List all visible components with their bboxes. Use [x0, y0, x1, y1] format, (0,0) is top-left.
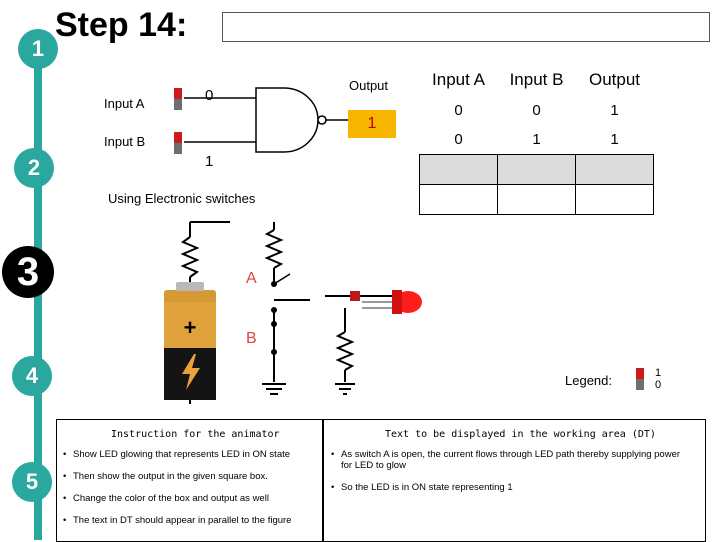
step-2-label: 2 — [27, 155, 41, 180]
step-3-marker[interactable]: 3 — [2, 246, 54, 298]
legend-off-value: 0 — [655, 379, 662, 391]
switch-b-label: B — [246, 330, 257, 347]
input-a-value: 0 — [205, 87, 214, 104]
title-input-box[interactable] — [222, 12, 710, 42]
table-cell: 1 — [532, 131, 541, 148]
table-cell: 1 — [610, 131, 619, 148]
table-cell-empty[interactable] — [575, 184, 654, 215]
table-row: 0 0 1 — [420, 96, 654, 125]
list-item: Change the color of the box and output a… — [61, 493, 313, 504]
output-value: 1 — [367, 115, 377, 132]
circuit-caption: Using Electronic switches — [108, 191, 256, 206]
legend-switch-icon — [636, 368, 644, 390]
table-row-empty — [419, 184, 654, 215]
dt-text-list: As switch A is open, the current flows t… — [329, 449, 689, 504]
step-5-marker[interactable]: 5 — [12, 462, 52, 502]
panel-divider — [322, 420, 324, 541]
animator-heading: Instruction for the animator — [111, 429, 280, 440]
header-input-a: Input A — [432, 70, 485, 89]
input-b-label: Input B — [104, 134, 146, 149]
header-input-b: Input B — [509, 70, 564, 89]
page-title: Step 14: — [55, 6, 188, 44]
table-cell-empty[interactable] — [419, 184, 498, 215]
list-item: So the LED is in ON state representing 1 — [329, 482, 689, 493]
input-a-switch[interactable] — [174, 88, 182, 110]
table-cell-empty[interactable] — [419, 154, 498, 185]
legend-label: Legend: — [565, 373, 612, 388]
step-5-label: 5 — [25, 469, 39, 494]
instruction-panel: Instruction for the animator Text to be … — [56, 419, 706, 542]
header-output: Output — [588, 70, 641, 89]
table-cell: 0 — [532, 102, 541, 119]
svg-text:+: + — [184, 315, 197, 340]
step-3-label: 3 — [16, 249, 40, 294]
step-2-marker[interactable]: 2 — [14, 148, 54, 188]
truth-table: Input A Input B Output 0 0 1 0 1 1 — [419, 64, 654, 215]
step-1-label: 1 — [31, 36, 45, 61]
step-4-marker[interactable]: 4 — [12, 356, 52, 396]
input-a-label: Input A — [104, 96, 145, 111]
table-cell-empty[interactable] — [497, 184, 576, 215]
list-item: As switch A is open, the current flows t… — [329, 449, 689, 471]
table-cell-empty[interactable] — [575, 154, 654, 185]
step-1-marker[interactable]: 1 — [18, 29, 58, 69]
table-cell: 0 — [454, 102, 463, 119]
truth-table-header-row: Input A Input B Output — [420, 64, 654, 96]
table-row: 0 1 1 — [420, 125, 654, 155]
table-cell-empty[interactable] — [497, 154, 576, 185]
switch-circuit-diagram: + — [164, 221, 422, 404]
switch-a-label: A — [246, 270, 257, 287]
legend-on-value: 1 — [655, 367, 662, 379]
table-cell: 1 — [610, 102, 619, 119]
list-item: The text in DT should appear in parallel… — [61, 515, 313, 526]
input-b-value: 1 — [205, 153, 214, 170]
output-value-box[interactable]: 1 — [348, 110, 396, 138]
output-label: Output — [349, 78, 389, 93]
animator-instruction-list: Show LED glowing that represents LED in … — [61, 449, 313, 537]
input-b-switch[interactable] — [174, 132, 182, 154]
table-row-empty — [419, 154, 654, 185]
nand-gate-diagram — [184, 87, 354, 153]
step-4-label: 4 — [25, 363, 39, 388]
dt-heading: Text to be displayed in the working area… — [385, 429, 656, 440]
list-item: Then show the output in the given square… — [61, 471, 313, 482]
list-item: Show LED glowing that represents LED in … — [61, 449, 313, 460]
table-cell: 0 — [454, 131, 463, 148]
